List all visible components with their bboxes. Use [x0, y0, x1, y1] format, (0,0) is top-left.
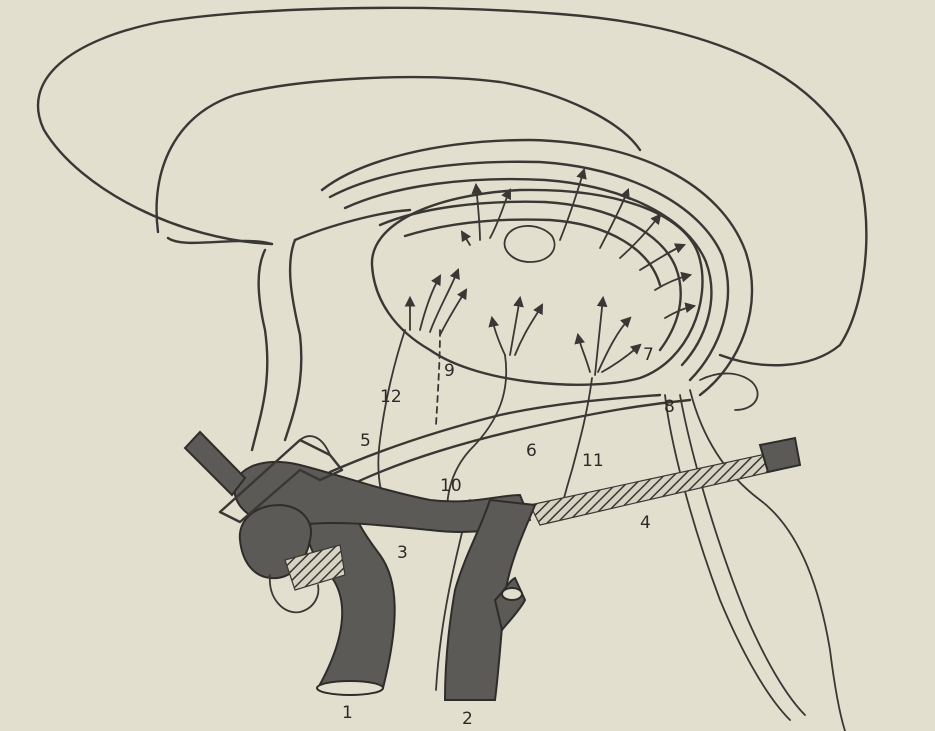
label-9: 9	[444, 361, 455, 381]
arc-2	[345, 179, 711, 365]
label-2: 2	[462, 709, 473, 729]
vessel-1-opening	[317, 681, 383, 695]
fibre-5b	[340, 400, 690, 490]
septum-stalk-2	[285, 240, 301, 440]
vessel-right-stub	[760, 438, 800, 472]
arc-4	[405, 220, 660, 285]
label-8: 8	[664, 397, 675, 417]
fibre-9	[436, 330, 440, 425]
vessel-left-stub	[185, 432, 245, 495]
label-11: 11	[582, 451, 604, 471]
septum-stalk	[252, 250, 267, 450]
label-12: 12	[380, 387, 402, 407]
brainstem-outline-2	[700, 373, 758, 410]
fibre-12	[378, 330, 405, 500]
vessel-2-branch-opening	[502, 588, 522, 600]
arc-3	[380, 202, 681, 350]
label-7: 7	[643, 345, 654, 365]
corpus-callosum	[157, 77, 640, 232]
label-3: 3	[397, 543, 408, 563]
label-10: 10	[440, 476, 462, 496]
label-1: 1	[342, 703, 353, 723]
central-nucleus	[505, 226, 555, 262]
arc-1	[330, 162, 728, 380]
brainstem-outline	[690, 390, 845, 731]
vessel-1	[307, 500, 395, 688]
label-4: 4	[640, 513, 651, 533]
label-6: 6	[526, 441, 537, 461]
label-5: 5	[360, 431, 371, 451]
